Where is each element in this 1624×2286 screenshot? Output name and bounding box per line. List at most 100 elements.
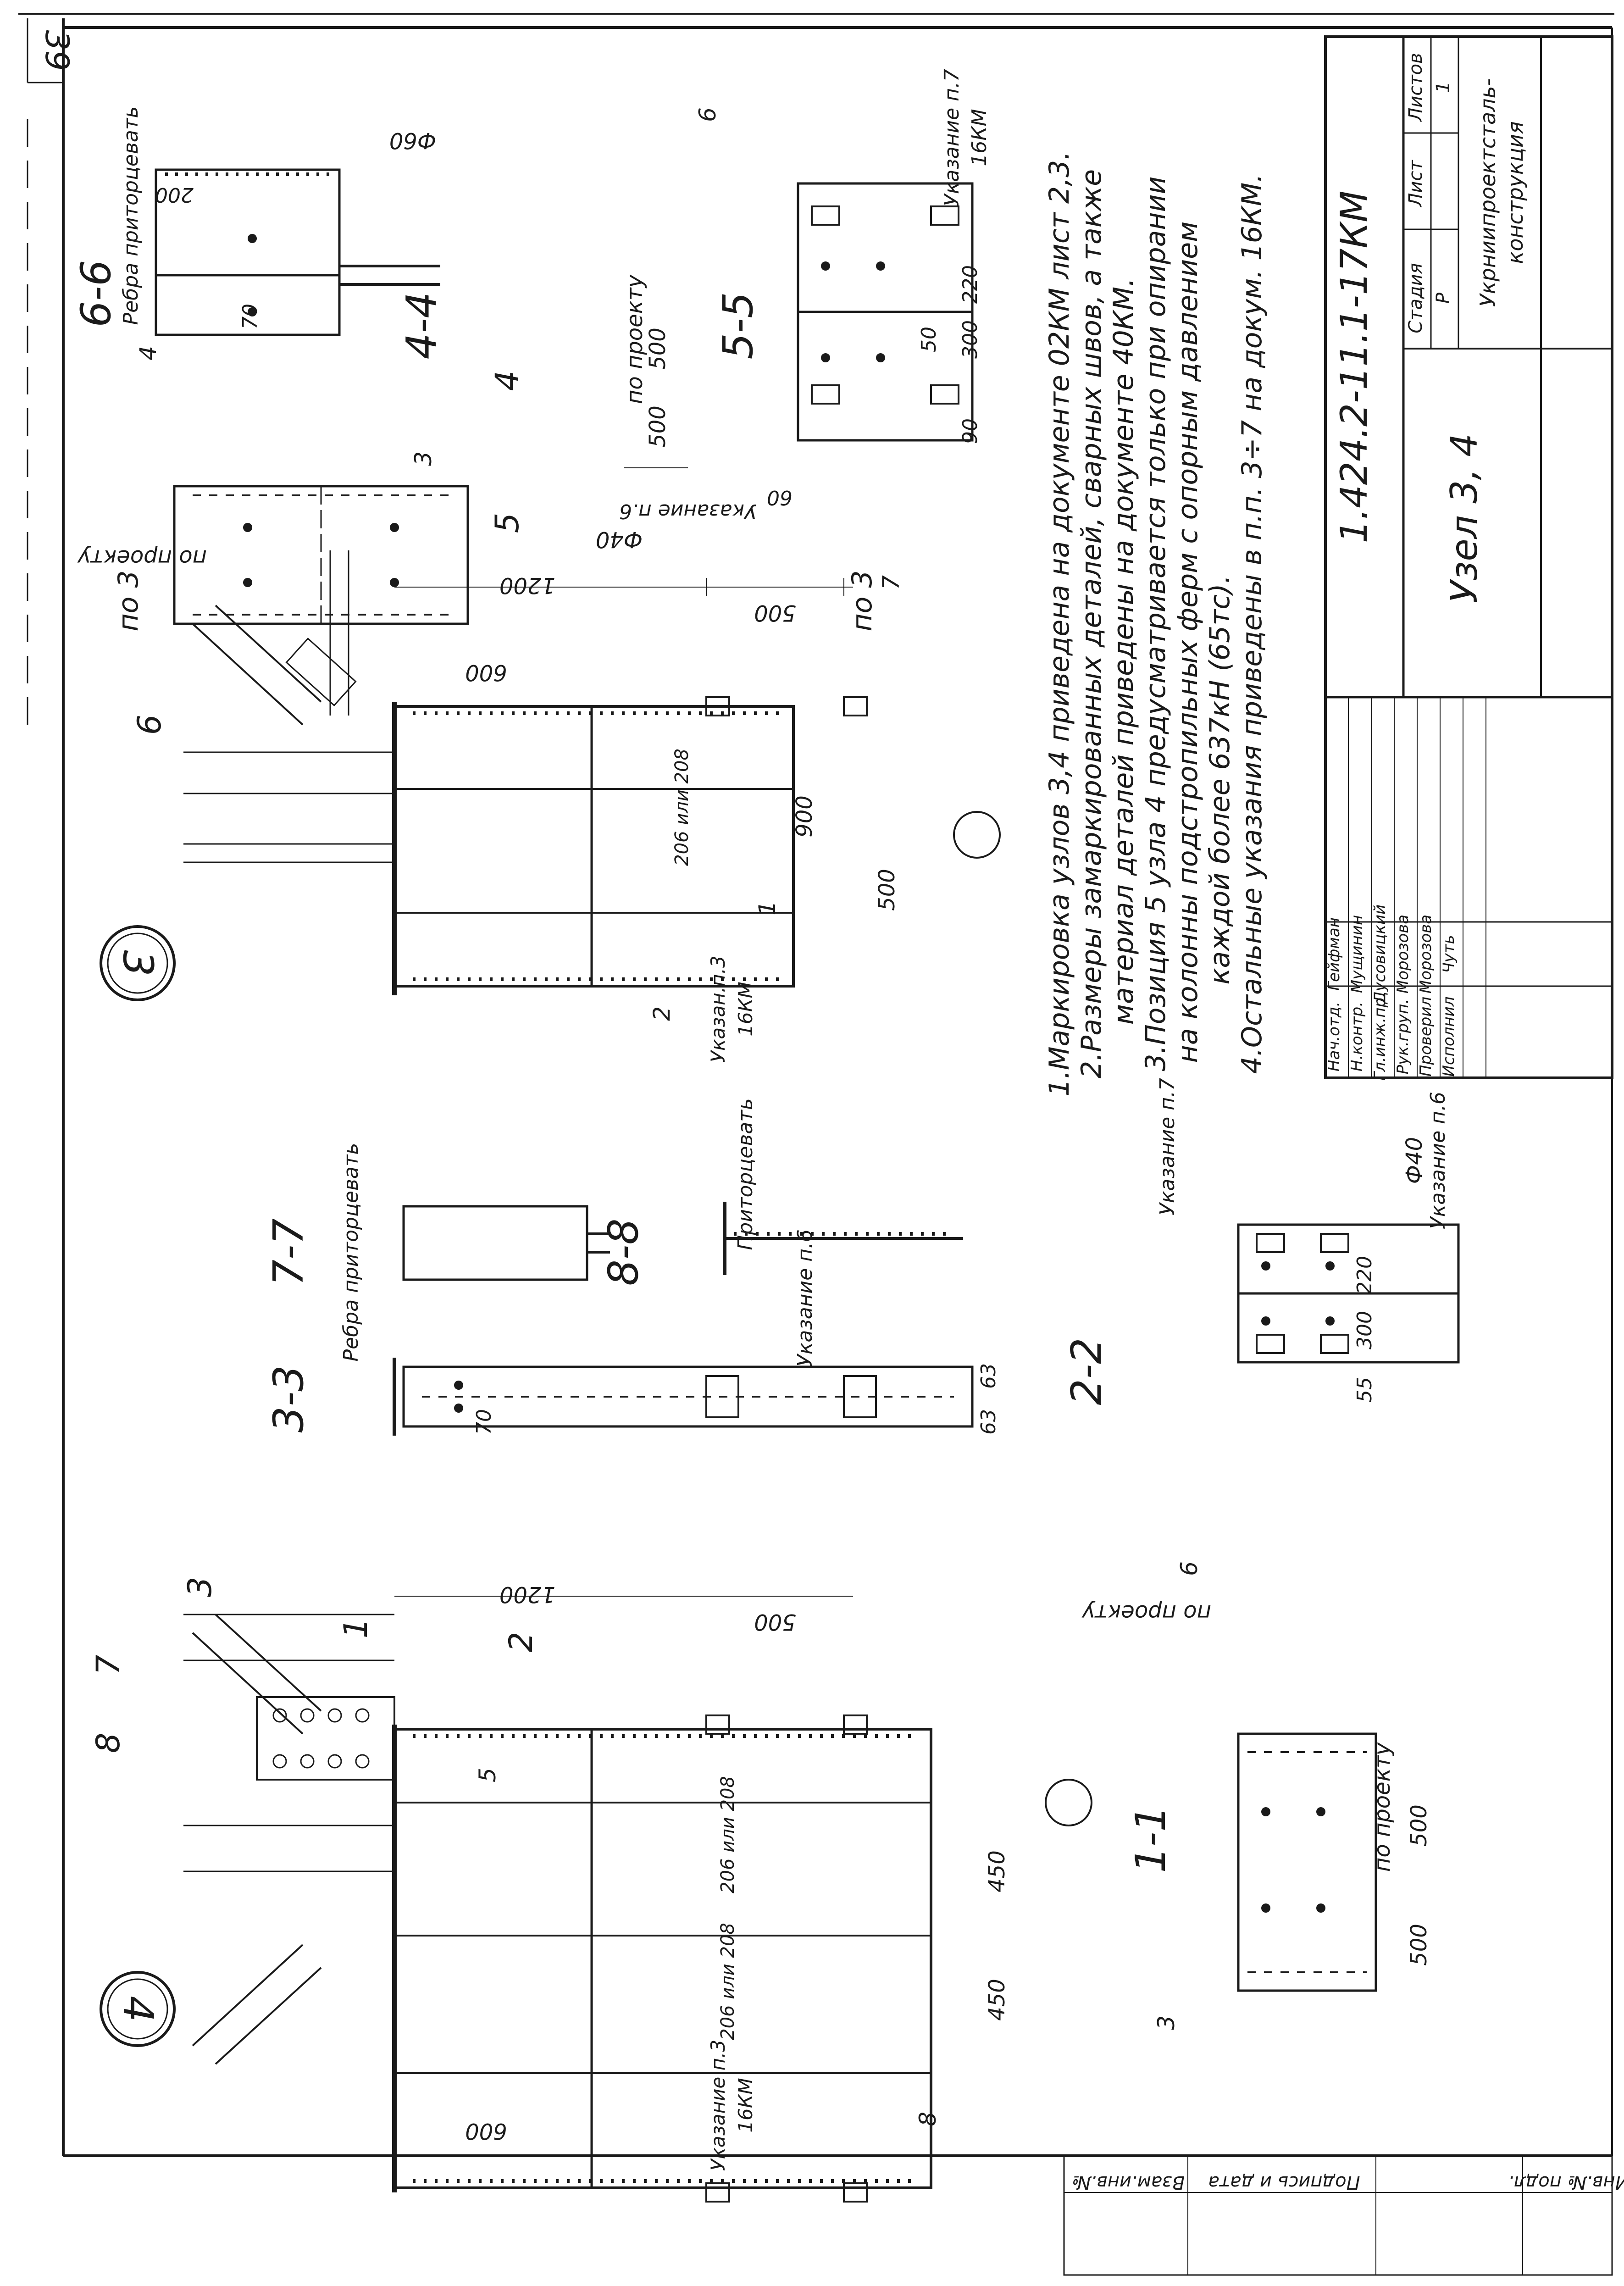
dim-600-node3: 600 bbox=[465, 660, 507, 685]
cut-marker-7-node4: 7 bbox=[89, 1655, 127, 1676]
pos-6-5-5: 6 bbox=[694, 107, 721, 122]
dim-300-5-5: 300 bbox=[959, 320, 982, 359]
dim-1200-node3: 1200 bbox=[499, 572, 555, 598]
note-line-1: 1.Маркировка узлов 3,4 приведена на доку… bbox=[1043, 151, 1075, 1097]
po3-left: по 3 bbox=[112, 570, 144, 631]
section-4-4 bbox=[173, 467, 688, 625]
dim-90-5-5: 90 bbox=[959, 418, 982, 444]
po-proektu-4-4-bottom: по проекту bbox=[622, 274, 648, 404]
pritortsevat-8-8: Приторцевать bbox=[734, 1098, 757, 1250]
dim-500-node3: 500 bbox=[754, 600, 796, 626]
rebra-pritortsevat-6-6: Ребра приторцевать bbox=[119, 106, 143, 325]
ukazanie-p6-5-5: Указание п.6 bbox=[619, 499, 757, 523]
section-1-1 bbox=[1237, 1732, 1377, 1992]
section-8-8 bbox=[723, 1202, 963, 1275]
var-206-208-node3: 206 или 208 bbox=[671, 749, 693, 866]
stamp-podpis-data: Подпись и дата bbox=[1208, 2172, 1360, 2193]
section-7-7 bbox=[402, 1205, 610, 1281]
ukazanie-p6-8-8: Указание п.6 bbox=[793, 1229, 817, 1367]
node-4-callout: 4 bbox=[114, 1996, 162, 2022]
section-8-8-label: 8-8 bbox=[599, 1219, 648, 1286]
dim-500-node4: 500 bbox=[754, 1609, 796, 1635]
cut-marker-2-node4: 2 bbox=[502, 1632, 540, 1653]
po-proektu-4-4-top: по проекту bbox=[77, 545, 207, 571]
pos-7-node3: 7 bbox=[878, 575, 904, 590]
signature-role: Рук.груп. bbox=[1394, 999, 1412, 1075]
section-7-7-label: 7-7 bbox=[265, 1219, 313, 1286]
doc-16km-node3: 16КМ bbox=[734, 982, 757, 1037]
pos-3-4-4: 3 bbox=[410, 451, 437, 466]
section-2-2 bbox=[1237, 1223, 1460, 1364]
note-line-2: 2.Размеры замаркированных деталей, сварн… bbox=[1075, 169, 1108, 1078]
cut-marker-1-node4: 1 bbox=[337, 1618, 375, 1639]
signature-role: Исполнил bbox=[1440, 997, 1458, 1077]
title-block bbox=[1324, 35, 1613, 1079]
dim-70-3-3: 70 bbox=[472, 1409, 496, 1435]
pos-4-6-6: 4 bbox=[135, 346, 161, 361]
signature-name: Гейфман bbox=[1325, 917, 1343, 991]
sheet-title: Узел 3, 4 bbox=[1443, 433, 1485, 603]
dim-500a-1-1: 500 bbox=[1406, 1804, 1432, 1847]
dim-450b-node4: 450 bbox=[984, 1979, 1010, 2021]
dim-60-5-5: 60 bbox=[767, 486, 793, 509]
cut-marker-3-node4: 3 bbox=[181, 1577, 219, 1598]
note-line-7: 4.Остальные указания приведены в п.п. 3÷… bbox=[1236, 174, 1268, 1074]
dim-55-2-2: 55 bbox=[1353, 1377, 1376, 1403]
node-4-view bbox=[100, 1596, 1092, 2203]
section-2-2-label: 2-2 bbox=[1063, 1338, 1111, 1405]
stamp-inv-podl: Инв.№ подл. bbox=[1508, 2172, 1624, 2193]
po-proektu-1-1-top: по проекту bbox=[1081, 1600, 1211, 1626]
dim-300-2-2: 300 bbox=[1353, 1311, 1376, 1349]
sheets-header: Листов bbox=[1405, 53, 1426, 122]
signature-role: Нач.отд. bbox=[1325, 1002, 1343, 1071]
signature-rows: Нач.отд. Гейфман Н.контр. Мущинин Гл.инж… bbox=[1325, 904, 1458, 1081]
doc-16km-5-5: 16КМ bbox=[968, 109, 991, 166]
dim-70-6-6: 70 bbox=[238, 304, 262, 329]
doc-code: 1.424.2-11.1-17КМ bbox=[1333, 191, 1375, 544]
signature-role: Н.контр. bbox=[1348, 1002, 1366, 1071]
signature-name: Морозова bbox=[1394, 915, 1412, 993]
ukazanie-p3-node3: Указан.п.3 bbox=[707, 955, 729, 1062]
dim-63b-3-3: 63 bbox=[977, 1409, 1000, 1435]
ukazanie-p6-2-2: Указание п.6 bbox=[1426, 1092, 1450, 1229]
sheet-number: 39 bbox=[38, 30, 76, 71]
var-206-208-node4a: 206 или 208 bbox=[717, 1776, 738, 1893]
organization-line-1: Укрниипроектсталь- bbox=[1475, 78, 1500, 307]
node-3-callout: 3 bbox=[114, 950, 162, 976]
signature-name: Чуть bbox=[1440, 935, 1458, 973]
section-5-5-label: 5-5 bbox=[714, 292, 762, 360]
pos-2-node3: 2 bbox=[648, 1006, 675, 1021]
note-line-3: материал деталей приведены на документе … bbox=[1108, 278, 1140, 1025]
general-notes: 1.Маркировка узлов 3,4 приведена на доку… bbox=[1043, 151, 1268, 1097]
dim-450a-node4: 450 bbox=[984, 1850, 1010, 1892]
po-proektu-1-1-bottom: по проекту bbox=[1369, 1742, 1395, 1872]
section-6-6 bbox=[155, 168, 440, 336]
sheets-value: 1 bbox=[1433, 81, 1454, 93]
cut-marker-4-top: 4 bbox=[488, 371, 526, 391]
stage-header: Стадия bbox=[1405, 263, 1426, 333]
signature-name: Мущинин bbox=[1348, 915, 1366, 993]
ukazanie-p7-5-5: Указание п.7 bbox=[940, 69, 964, 206]
dim-500-4-4b: 500 bbox=[645, 327, 671, 370]
note-line-5: на колонны подстропильных ферм с опорным… bbox=[1172, 222, 1204, 1063]
var-206-208-node4b: 206 или 208 bbox=[717, 1923, 738, 2040]
rebra-pritortsevat-7-7: Ребра приторцевать bbox=[339, 1143, 363, 1362]
dim-900-node3: 900 bbox=[792, 795, 817, 838]
section-4-4-label: 4-4 bbox=[398, 292, 446, 360]
section-5-5 bbox=[797, 182, 974, 442]
dim-220-5-5: 220 bbox=[959, 265, 982, 304]
cut-marker-5-top: 5 bbox=[488, 513, 526, 533]
signature-name: Морозова bbox=[1417, 915, 1435, 993]
dim-200-6-6: 200 bbox=[155, 183, 194, 206]
dim-1200-node4: 1200 bbox=[499, 1581, 555, 1607]
section-6-6-label: 6-6 bbox=[72, 260, 120, 327]
note-line-6: каждой более 637кН (65тс). bbox=[1204, 575, 1236, 984]
pos-3-1-1: 3 bbox=[1153, 2015, 1180, 2030]
signature-role: Гл.инж.пр. bbox=[1371, 993, 1389, 1081]
note-line-4: 3.Позиция 5 узла 4 предусматривается тол… bbox=[1140, 176, 1172, 1071]
organization-line-2: конструкция bbox=[1503, 121, 1528, 264]
dim-50-5-5: 50 bbox=[917, 327, 941, 352]
dim-63a-3-3: 63 bbox=[977, 1363, 1000, 1389]
dim-500-4-4a: 500 bbox=[645, 405, 671, 448]
